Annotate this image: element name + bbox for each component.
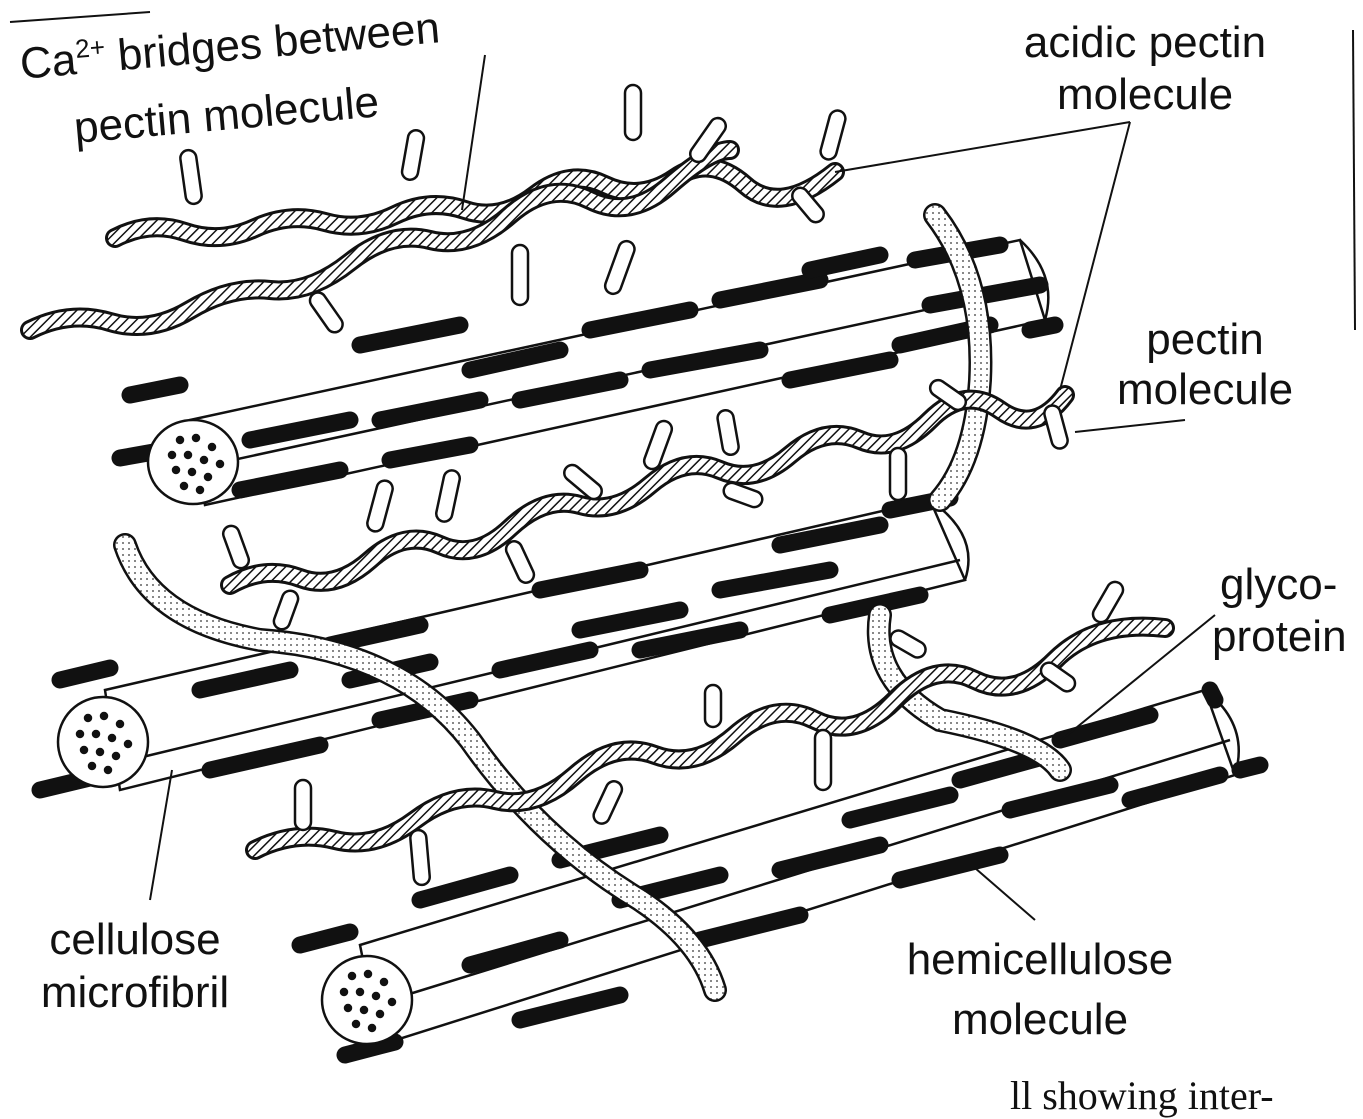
leader-pectin — [1075, 420, 1185, 432]
label-ca-bridges-charge: 2+ — [74, 32, 106, 64]
label-cellulose-line1: cellulose — [20, 915, 250, 965]
label-acidic-pectin-line2: molecule — [1005, 70, 1285, 120]
label-hemicellulose-line1: hemicellulose — [885, 935, 1195, 985]
label-glycoprotein-line1: glyco- — [1220, 560, 1337, 610]
leader-acidic-pectin-a — [835, 122, 1130, 172]
leader-cellulose — [150, 770, 172, 900]
page-edge-right — [1353, 30, 1355, 330]
label-acidic-pectin-line1: acidic pectin — [1005, 18, 1285, 68]
caption-fragment: ll showing inter- — [1010, 1072, 1274, 1119]
leader-ca-bridges — [462, 55, 485, 210]
label-pectin-line2: molecule — [1105, 365, 1305, 415]
label-pectin-line1: pectin — [1105, 315, 1305, 365]
label-hemicellulose-line2: molecule — [885, 995, 1195, 1045]
label-glycoprotein-line2: protein — [1212, 612, 1347, 662]
label-ca-bridges-prefix: Ca — [18, 35, 78, 89]
label-cellulose-line2: microfibril — [20, 968, 250, 1018]
page-edge-top — [10, 12, 150, 22]
leader-hemicellulose — [975, 868, 1035, 920]
